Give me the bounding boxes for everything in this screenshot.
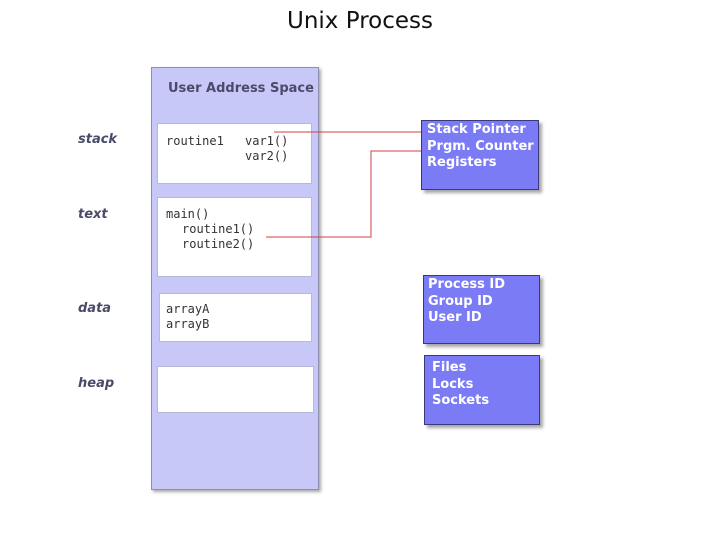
connector-program-counter (266, 150, 422, 238)
resources-box (424, 355, 540, 425)
address-space-title: User Address Space (168, 81, 314, 96)
resources-line-sockets: Sockets (432, 393, 490, 408)
resources-line-locks: Locks (432, 376, 474, 392)
process-ids-box (423, 275, 540, 344)
data-segment (159, 293, 312, 342)
stack-line-routine: routine1 (166, 134, 224, 148)
page-title: Unix Process (287, 8, 433, 34)
registers-line-registers: Registers (427, 155, 497, 170)
text-line-routine1: routine1() (182, 222, 255, 236)
ids-line-process-id: Process ID (428, 277, 506, 292)
segment-label-stack: stack (78, 132, 118, 147)
ids-line-group-id: Group ID (428, 293, 493, 309)
registers-box (421, 120, 539, 190)
stack-line-var1: var1() (245, 134, 289, 148)
segment-label-text: text (78, 207, 108, 222)
registers-line-program-counter: Prgm. Counter (427, 138, 534, 154)
stack-segment (157, 123, 312, 184)
data-line-arrayA: arrayA (166, 302, 210, 316)
heap-segment (157, 366, 314, 413)
text-line-routine2: routine2() (182, 237, 255, 251)
text-line-main: main() (166, 207, 210, 221)
data-line-arrayB: arrayB (166, 317, 210, 331)
segment-label-heap: heap (78, 376, 115, 391)
stack-line-var2: var2() (245, 149, 289, 163)
registers-line-stack-pointer: Stack Pointer (427, 122, 526, 137)
resources-line-files: Files (432, 360, 467, 375)
ids-line-user-id: User ID (428, 310, 482, 325)
segment-label-data: data (78, 301, 112, 316)
